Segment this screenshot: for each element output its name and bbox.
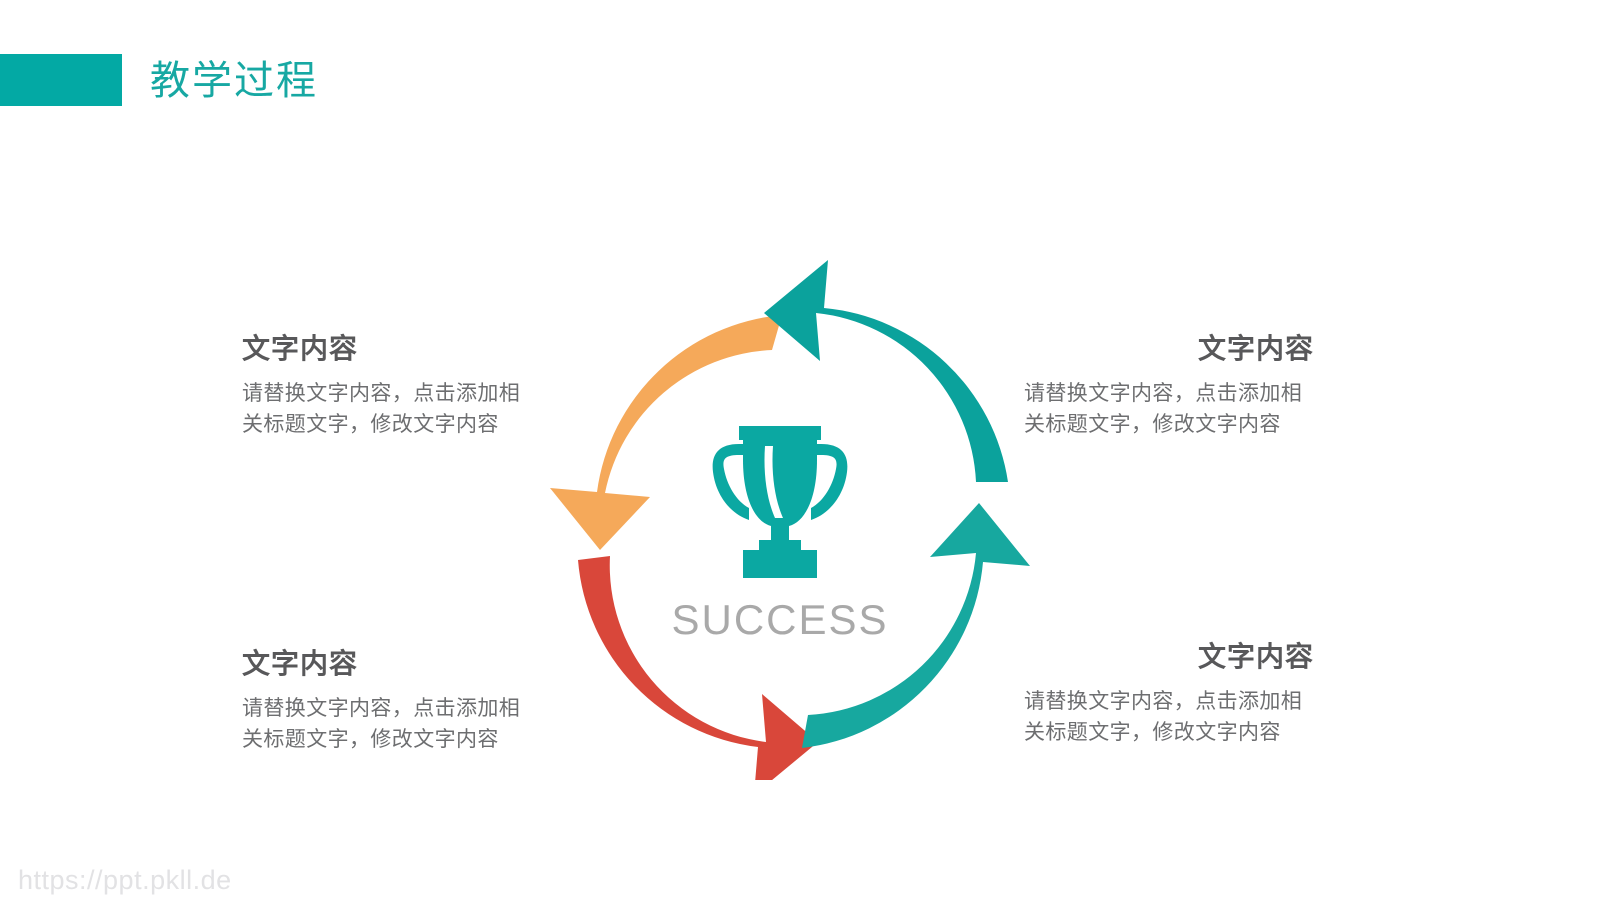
text-block-top-left[interactable]: 文字内容 请替换文字内容，点击添加相关标题文字，修改文字内容 bbox=[242, 330, 532, 440]
text-block-bottom-left[interactable]: 文字内容 请替换文字内容，点击添加相关标题文字，修改文字内容 bbox=[242, 645, 532, 755]
arrow-top-left-orange[interactable] bbox=[550, 315, 782, 550]
watermark: https://ppt.pkll.de bbox=[18, 865, 232, 895]
page-title: 教学过程 bbox=[150, 59, 318, 103]
text-block-body: 请替换文字内容，点击添加相关标题文字，修改文字内容 bbox=[242, 697, 521, 751]
text-block-body: 请替换文字内容，点击添加相关标题文字，修改文字内容 bbox=[1024, 690, 1303, 744]
cycle-arrows-svg bbox=[550, 260, 1030, 780]
text-block-heading: 文字内容 bbox=[242, 648, 359, 679]
arrow-bottom-left-red[interactable] bbox=[578, 556, 818, 780]
text-block-heading: 文字内容 bbox=[1197, 333, 1314, 364]
text-block-body: 请替换文字内容，点击添加相关标题文字，修改文字内容 bbox=[242, 382, 521, 436]
text-block-heading: 文字内容 bbox=[242, 333, 359, 364]
arrow-top-right-teal[interactable] bbox=[764, 260, 1008, 482]
text-block-body: 请替换文字内容，点击添加相关标题文字，修改文字内容 bbox=[1024, 382, 1303, 436]
text-block-bottom-right[interactable]: 文字内容 请替换文字内容，点击添加相关标题文字，修改文字内容 bbox=[1024, 638, 1314, 748]
text-block-heading: 文字内容 bbox=[1197, 641, 1314, 672]
arrow-bottom-right-teal[interactable] bbox=[802, 503, 1030, 748]
text-block-top-right[interactable]: 文字内容 请替换文字内容，点击添加相关标题文字，修改文字内容 bbox=[1024, 330, 1314, 440]
page-header: 教学过程 bbox=[0, 0, 1600, 160]
header-accent-bar bbox=[0, 54, 122, 106]
success-cycle-diagram: SUCCESS bbox=[520, 260, 1040, 780]
